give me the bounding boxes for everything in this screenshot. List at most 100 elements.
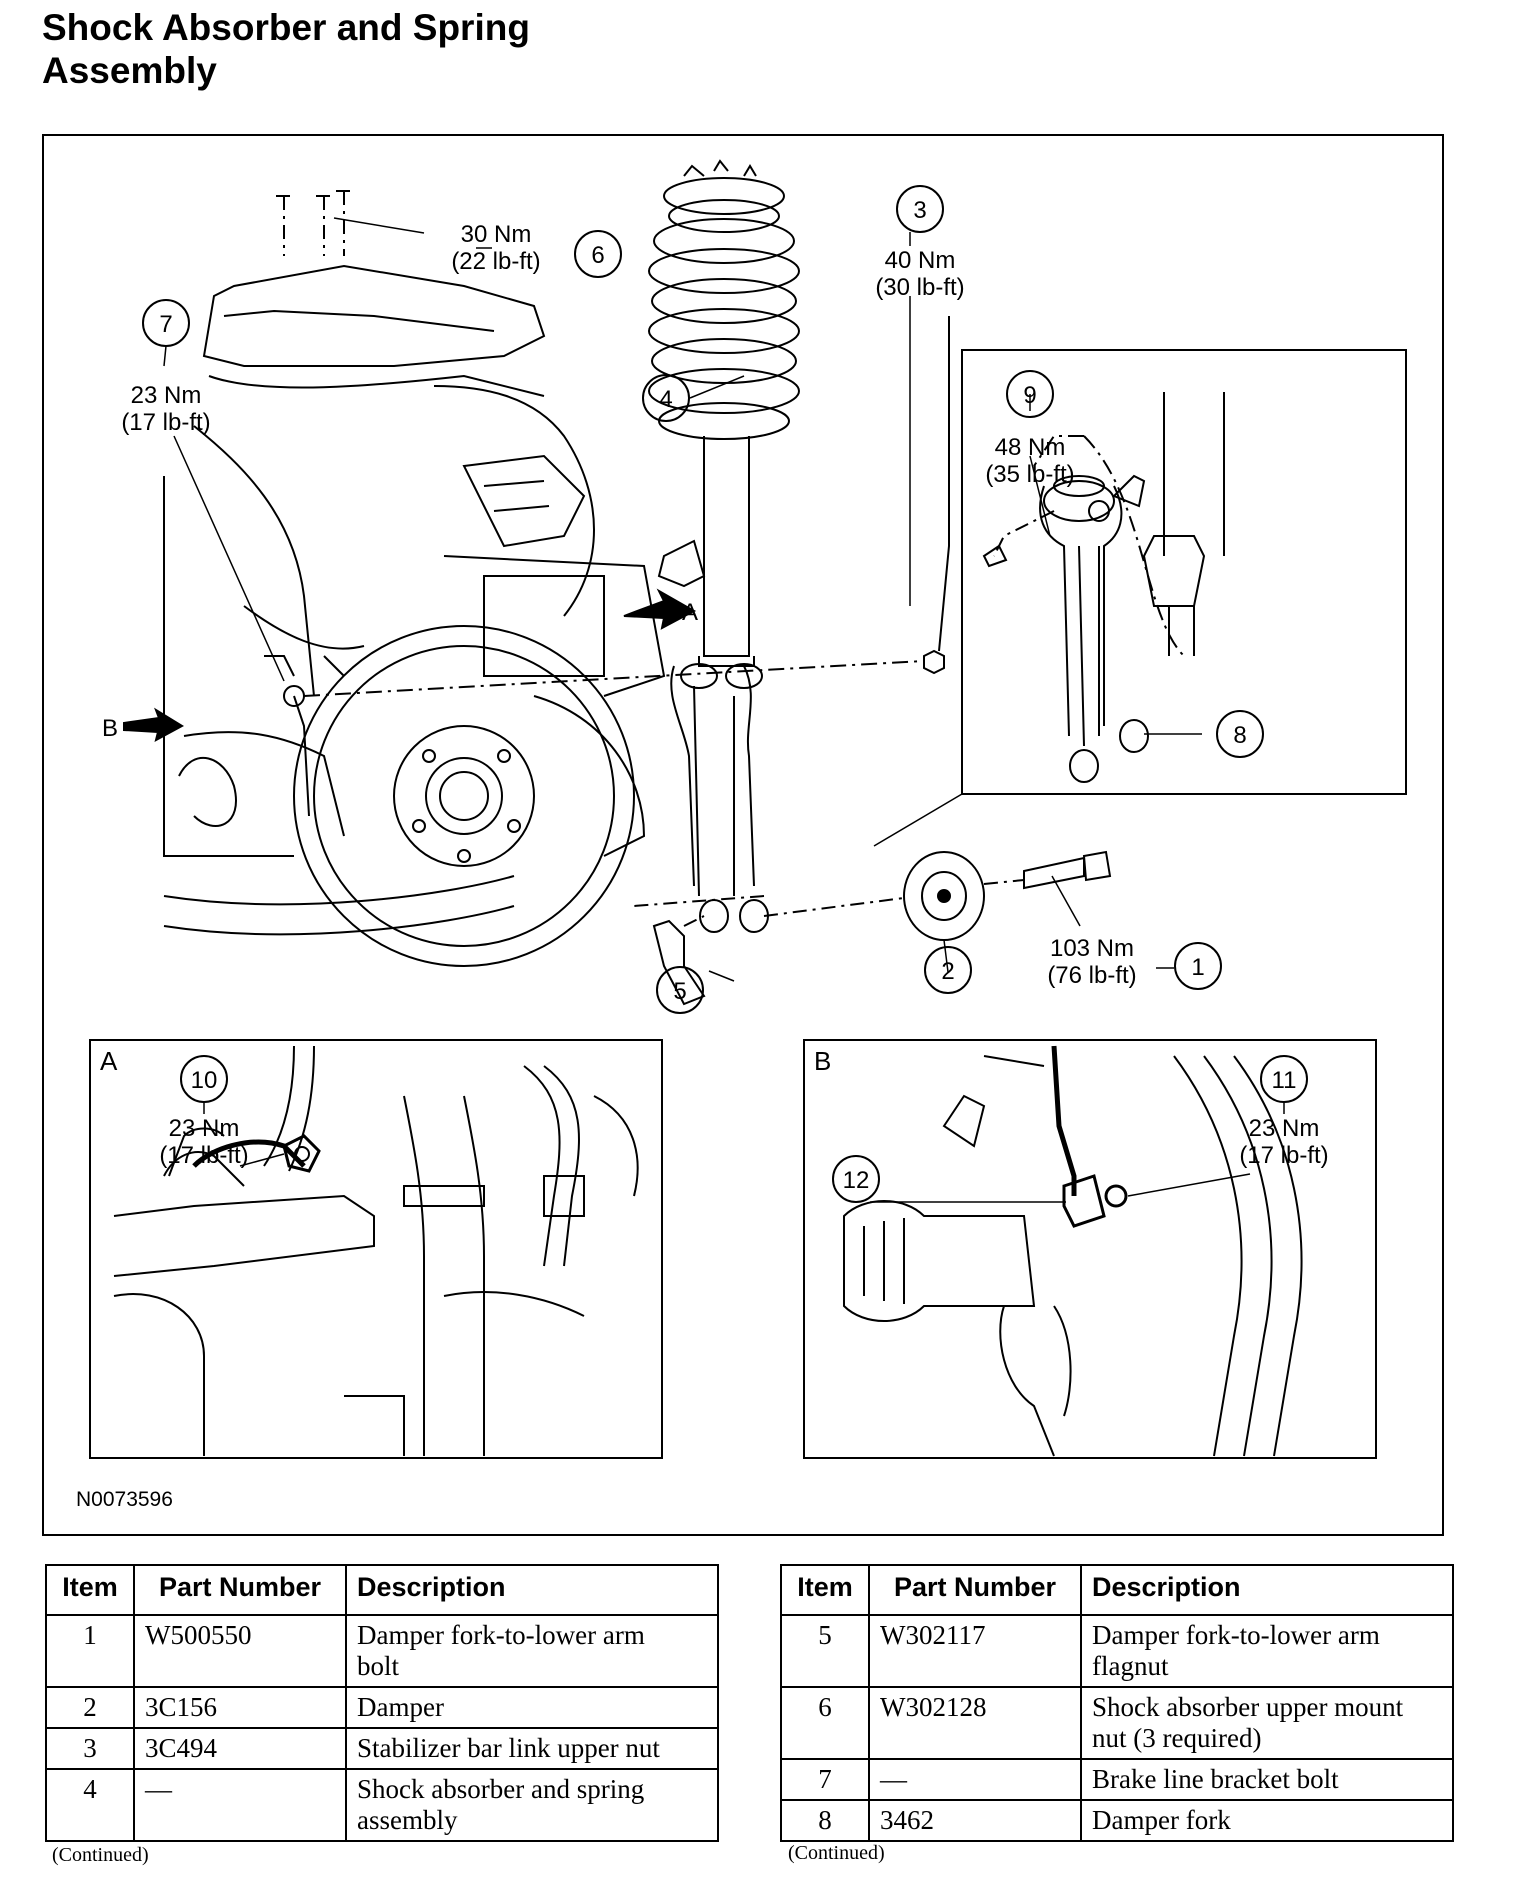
callout-9-number: 9 (1023, 382, 1036, 409)
description-cell: Brake line bracket bolt (1080, 1758, 1454, 1801)
header-description: Description (345, 1564, 719, 1616)
detail-a-label: A (100, 1046, 118, 1076)
callout-b-marker: B (102, 715, 118, 742)
description-cell: Damper (345, 1686, 719, 1729)
description-line: Damper fork-to-lower arm (1092, 1620, 1380, 1650)
callout-1-torque-nm: 103 Nm (1050, 935, 1134, 962)
part-number-cell: W302128 (868, 1686, 1082, 1760)
callout-11: 11 23 Nm (17 lb-ft) (1239, 1055, 1329, 1169)
callout-5-number: 5 (673, 978, 686, 1005)
callout-3: 3 40 Nm (30 lb-ft) (875, 185, 965, 301)
detail-a-view: A (89, 1039, 663, 1459)
part-number-cell: 3C156 (133, 1686, 347, 1729)
callout-1-number: 1 (1191, 954, 1204, 981)
table-row: 3 3C494 Stabilizer bar link upper nut (45, 1727, 719, 1770)
callout-3-torque-nm: 40 Nm (885, 247, 956, 274)
illustration-canvas: N0073596 A B (76, 159, 1407, 1511)
item-cell: 8 (780, 1799, 870, 1842)
view-b-arrow (123, 707, 185, 742)
damper-fork-inset (961, 349, 1407, 795)
callout-1: 103 Nm (76 lb-ft) 1 (1047, 935, 1222, 990)
leader-lines (163, 217, 1285, 1203)
description-cell: Stabilizer bar link upper nut (345, 1727, 719, 1770)
callout-7: 7 23 Nm (17 lb-ft) (121, 299, 211, 436)
page-title: Shock Absorber and Spring Assembly (42, 6, 530, 92)
callout-6-torque-lbft: (22 lb-ft) (451, 248, 540, 275)
callout-9-torque-nm: 48 Nm (995, 434, 1066, 461)
callout-10: 10 23 Nm (17 lb-ft) (159, 1055, 249, 1169)
brake-rotor-drawing (293, 625, 646, 967)
callout-12-number: 12 (843, 1167, 870, 1194)
continued-note-right: (Continued) (788, 1842, 885, 1864)
callout-2: 2 (924, 946, 972, 994)
header-description: Description (1080, 1564, 1454, 1616)
item-cell: 5 (780, 1614, 870, 1688)
shock-absorber-drawing (648, 159, 800, 933)
table-row: 8 3462 Damper fork (780, 1799, 1454, 1842)
arrow-a-label: A (682, 599, 698, 626)
item-cell: 3 (45, 1727, 135, 1770)
callout-6: 30 Nm (22 lb-ft) 6 (451, 221, 622, 278)
part-number-cell: — (133, 1768, 347, 1842)
description-line: Shock absorber and spring (357, 1774, 645, 1804)
callout-8: 8 (1216, 710, 1264, 758)
description-line: Damper fork-to-lower arm (357, 1620, 645, 1650)
callout-2-number: 2 (941, 958, 954, 985)
item-cell: 6 (780, 1686, 870, 1760)
description-cell: Damper fork (1080, 1799, 1454, 1842)
callout-6-number: 6 (591, 242, 604, 269)
description-line: assembly (357, 1805, 458, 1835)
table-header-row: Item Part Number Description (45, 1564, 719, 1616)
parts-table-left: Item Part Number Description 1 W500550 D… (45, 1564, 719, 1842)
page-title-line-1: Shock Absorber and Spring (42, 7, 530, 48)
header-item: Item (45, 1564, 135, 1616)
callout-11-number: 11 (1272, 1067, 1297, 1094)
part-number-cell: 3462 (868, 1799, 1082, 1842)
header-item: Item (780, 1564, 870, 1616)
continued-note-left: (Continued) (52, 1844, 149, 1866)
callout-8-number: 8 (1233, 722, 1246, 749)
knuckle-and-hub-drawing (163, 264, 666, 936)
callout-11-torque-nm: 23 Nm (1249, 1115, 1320, 1142)
callout-12: 12 (832, 1155, 880, 1203)
callout-3-torque-lbft: (30 lb-ft) (875, 274, 964, 301)
figure-id: N0073596 (76, 1488, 173, 1511)
callout-10-torque-lbft: (17 lb-ft) (159, 1142, 248, 1169)
callout-10-number: 10 (191, 1067, 218, 1094)
callout-5: 5 (656, 966, 704, 1014)
callout-7-number: 7 (159, 311, 172, 338)
view-a-arrow (623, 588, 697, 630)
callout-9-torque-lbft: (35 lb-ft) (985, 461, 1074, 488)
description-line: bolt (357, 1651, 400, 1681)
stabilizer-link-drawing (264, 190, 950, 817)
callout-3-number: 3 (913, 197, 926, 224)
callout-7-torque-lbft: (17 lb-ft) (121, 409, 210, 436)
header-part-number: Part Number (868, 1564, 1082, 1616)
parts-table-right: Item Part Number Description 5 W302117 D… (780, 1564, 1454, 1842)
callout-4: 4 (642, 374, 690, 422)
callout-a-marker: A (682, 599, 698, 626)
exploded-view-illustration: N0073596 A B (42, 134, 1444, 1536)
page-title-line-2: Assembly (42, 50, 217, 91)
part-number-cell: W500550 (133, 1614, 347, 1688)
table-row: 7 — Brake line bracket bolt (780, 1758, 1454, 1801)
callout-7-torque-nm: 23 Nm (131, 382, 202, 409)
part-number-cell: — (868, 1758, 1082, 1801)
part-number-cell: 3C494 (133, 1727, 347, 1770)
detail-b-label: B (814, 1046, 831, 1076)
callout-10-torque-nm: 23 Nm (169, 1115, 240, 1142)
callout-4-number: 4 (659, 386, 672, 413)
item-cell: 1 (45, 1614, 135, 1688)
item-cell: 2 (45, 1686, 135, 1729)
table-row: 2 3C156 Damper (45, 1686, 719, 1729)
description-line: nut (3 required) (1092, 1723, 1262, 1753)
damper-and-bolt-drawing (633, 850, 1112, 1006)
header-part-number: Part Number (133, 1564, 347, 1616)
